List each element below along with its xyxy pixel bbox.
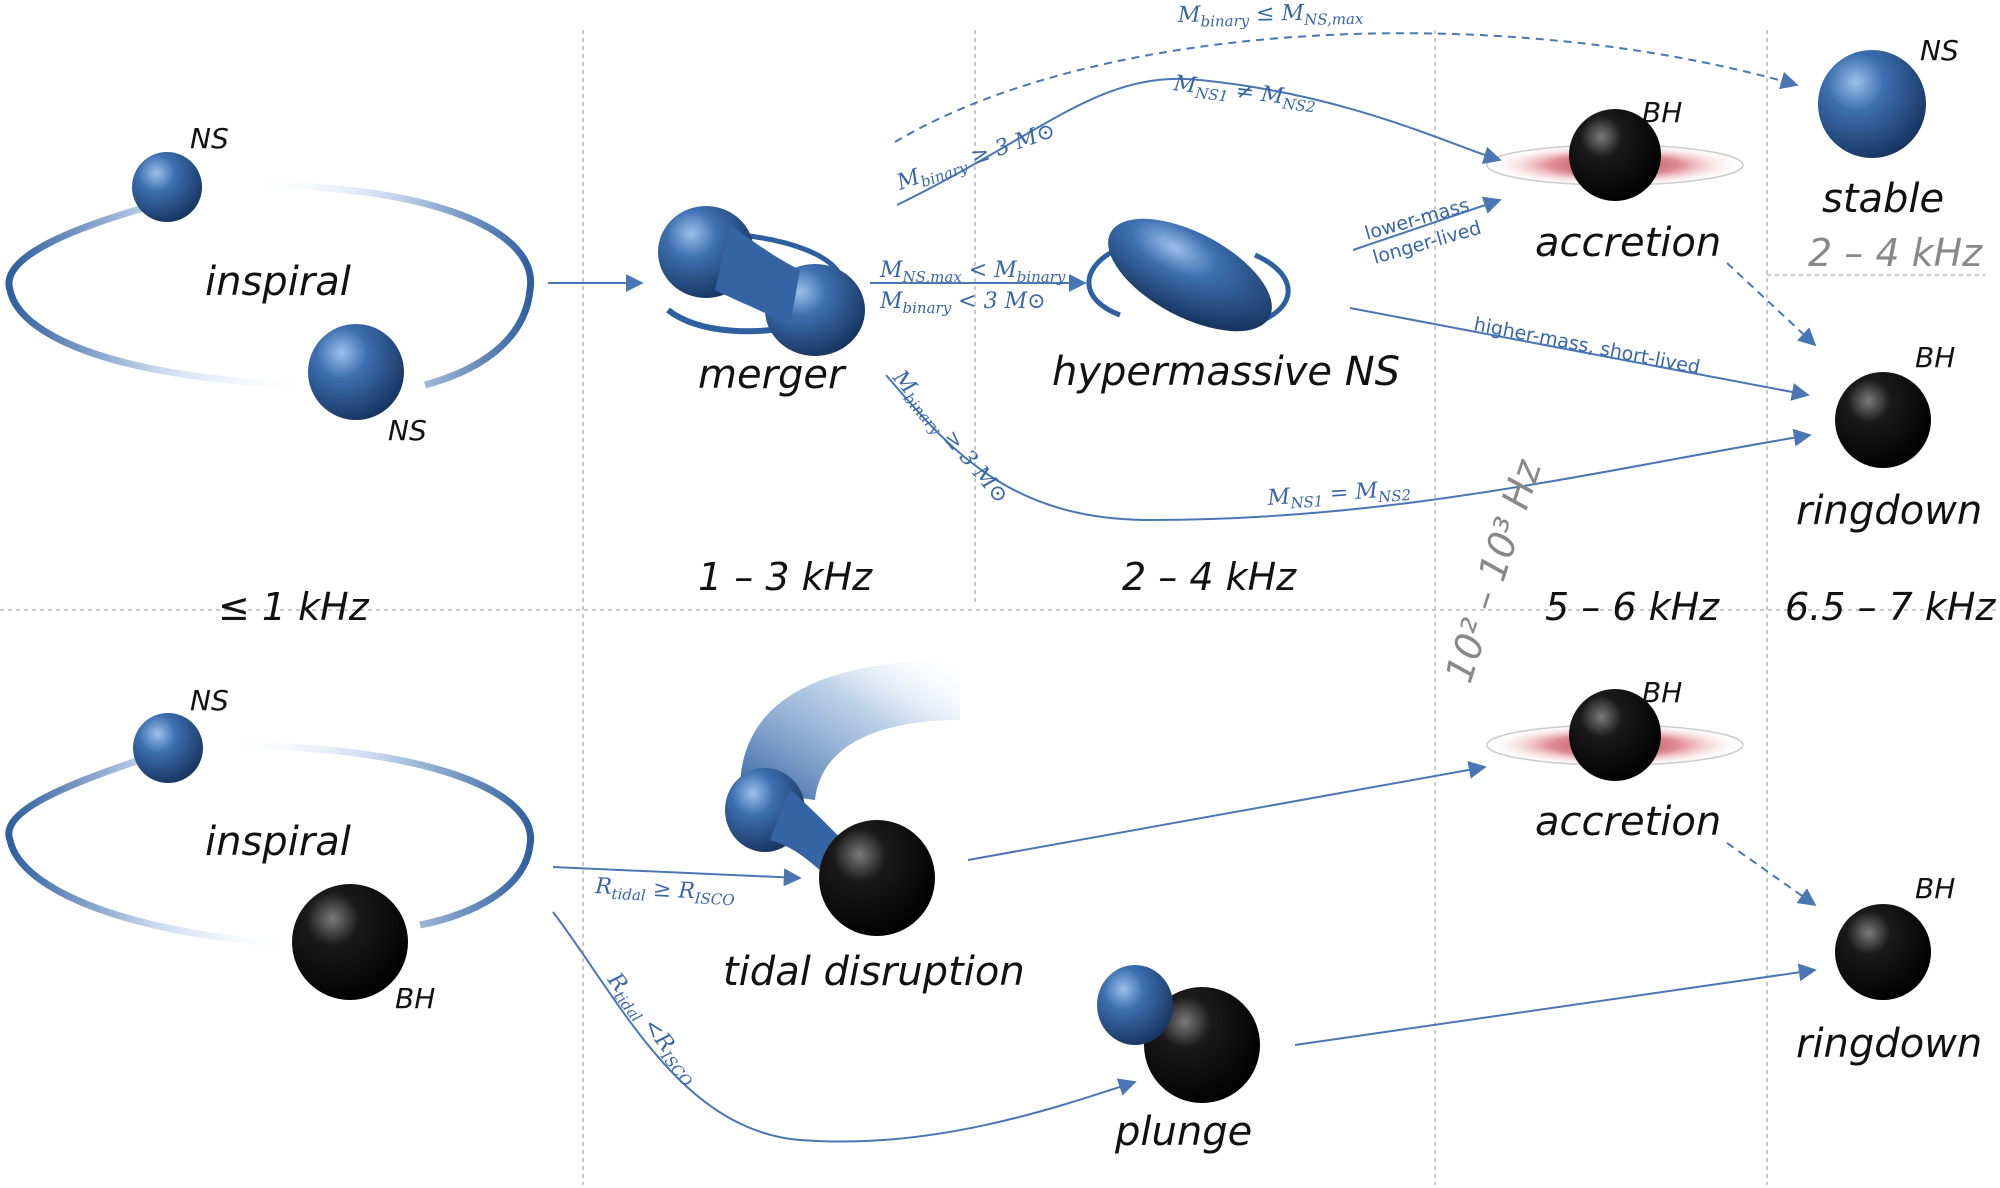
black-hole-accretion-top: [1569, 109, 1661, 201]
stable-ns-object: NS stable 2 – 4 kHz: [1808, 34, 1983, 275]
label-higher-mass: higher-mass, short-lived: [1472, 313, 1702, 378]
cond-heavy-lower: Mbinary ≥ 3 M⊙: [884, 365, 1013, 511]
tidal-label: tidal disruption: [723, 949, 1025, 995]
cond-tidal-ge: Rtidal ≥ RISCO: [594, 874, 736, 909]
cond-tidal-lt: Rtidal <RISCO: [599, 968, 703, 1091]
arrow-accretion-to-ringdown-top: [1726, 262, 1817, 347]
plunge-object: plunge: [1097, 965, 1260, 1155]
ringdown-label-top: ringdown: [1796, 488, 1982, 534]
bottom-orbit-right: [219, 741, 535, 929]
arrow-inspiral-to-tidal: [552, 866, 802, 887]
freq-low-band: 10² – 10³ Hz: [1437, 454, 1551, 688]
hmns-orbit-left: [1086, 249, 1121, 318]
stable-neutron-star: [1818, 50, 1926, 158]
neutron-star-2: [308, 324, 404, 420]
arrow-hmns-to-accretion: [1352, 196, 1502, 251]
inspiral-label-top: inspiral: [205, 259, 351, 305]
accretion-label-top: accretion: [1535, 220, 1721, 266]
tidal-stream: [740, 660, 960, 800]
accretion-label-bottom: accretion: [1535, 799, 1721, 845]
black-hole-accretion-bottom: [1569, 689, 1661, 781]
bh-label-ringdown-bottom: BH: [1915, 872, 1955, 905]
freq-band-1: ≤ 1 kHz: [218, 585, 370, 629]
arrow-merger-to-accretion: [896, 77, 1502, 206]
ns-ns-inspiral: NS NS inspiral: [5, 122, 535, 447]
freq-band-2: 1 – 3 kHz: [698, 555, 873, 599]
ns-label-bottom: NS: [190, 684, 229, 717]
neutron-star-1: [132, 152, 202, 222]
bh-label-bottom-inspiral: BH: [395, 982, 435, 1015]
top-arrows: [870, 32, 1817, 522]
bh-label-ringdown-top: BH: [1915, 341, 1955, 374]
accretion-bottom-object: BH accretion: [1485, 676, 1745, 845]
neutron-star-bottom: [133, 713, 203, 783]
stable-label: stable: [1822, 176, 1944, 222]
bottom-arrows: [552, 761, 1817, 1143]
cond-equal-mass: MNS1 = MNS2: [1266, 476, 1412, 514]
bottom-orbit-left: [5, 756, 301, 949]
ns-label-1: NS: [190, 122, 229, 155]
arrow-plunge-to-ringdown: [1294, 963, 1817, 1046]
cond-unequal-mass: MNS1 ≠ MNS2: [1171, 71, 1318, 116]
arrow-inspiral-to-plunge: [552, 911, 1137, 1143]
black-hole-ringdown-bottom: [1835, 904, 1931, 1000]
black-hole-ringdown-top: [1835, 372, 1931, 468]
bh-label-accretion-bottom: BH: [1642, 676, 1682, 709]
freq-band-5: 6.5 – 7 kHz: [1785, 585, 1996, 629]
plunge-ns: [1097, 965, 1173, 1045]
cond-heavy-upper: Mbinary ≥ 3 M⊙: [893, 118, 1060, 199]
hmns-body: [1108, 218, 1272, 332]
arrow-hmns-to-ringdown: [1349, 307, 1810, 401]
merger-object: merger: [658, 206, 865, 398]
plunge-label: plunge: [1114, 1109, 1252, 1155]
ringdown-top-object: BH ringdown: [1796, 341, 1982, 534]
merger-neck: [715, 225, 800, 325]
cond-hmns-1: MNS,max < Mbinary: [879, 258, 1066, 286]
freq-band-4: 5 – 6 kHz: [1545, 585, 1720, 629]
black-hole-tidal: [819, 820, 935, 936]
stable-freq-label: 2 – 4 kHz: [1808, 231, 1983, 275]
merger-label: merger: [698, 352, 847, 398]
black-hole-bottom-inspiral: [292, 884, 408, 1000]
hmns-label: hypermassive NS: [1052, 349, 1400, 395]
arrow-tidal-to-accretion: [967, 761, 1487, 861]
hypermassive-ns-object: hypermassive NS: [1052, 218, 1400, 395]
ns-label-stable: NS: [1920, 34, 1959, 67]
ns-bh-inspiral: NS BH inspiral: [5, 684, 535, 1015]
arrow-merger-to-ringdown: [885, 374, 1812, 522]
inspiral-orbit-right: [249, 181, 535, 389]
inspiral-label-bottom: inspiral: [205, 819, 351, 865]
cond-stable: Mbinary ≤ MNS,max: [1177, 0, 1364, 31]
arrow-merger-to-stable: [894, 32, 1799, 143]
tidal-disruption-object: tidal disruption: [723, 660, 1025, 995]
cond-hmns-2: Mbinary < 3 M⊙: [879, 289, 1046, 317]
ns-label-2: NS: [388, 414, 427, 447]
arrow-accretion-to-ringdown-bottom: [1726, 842, 1817, 907]
black-hole-plunge: [1144, 987, 1260, 1103]
accretion-top-object: BH accretion: [1485, 96, 1745, 266]
inspiral-orbit-left: [5, 196, 311, 389]
freq-band-3: 2 – 4 kHz: [1122, 555, 1297, 599]
ringdown-label-bottom: ringdown: [1796, 1021, 1982, 1067]
bh-label-accretion-top: BH: [1642, 96, 1682, 129]
ringdown-bottom-object: BH ringdown: [1796, 872, 1982, 1067]
